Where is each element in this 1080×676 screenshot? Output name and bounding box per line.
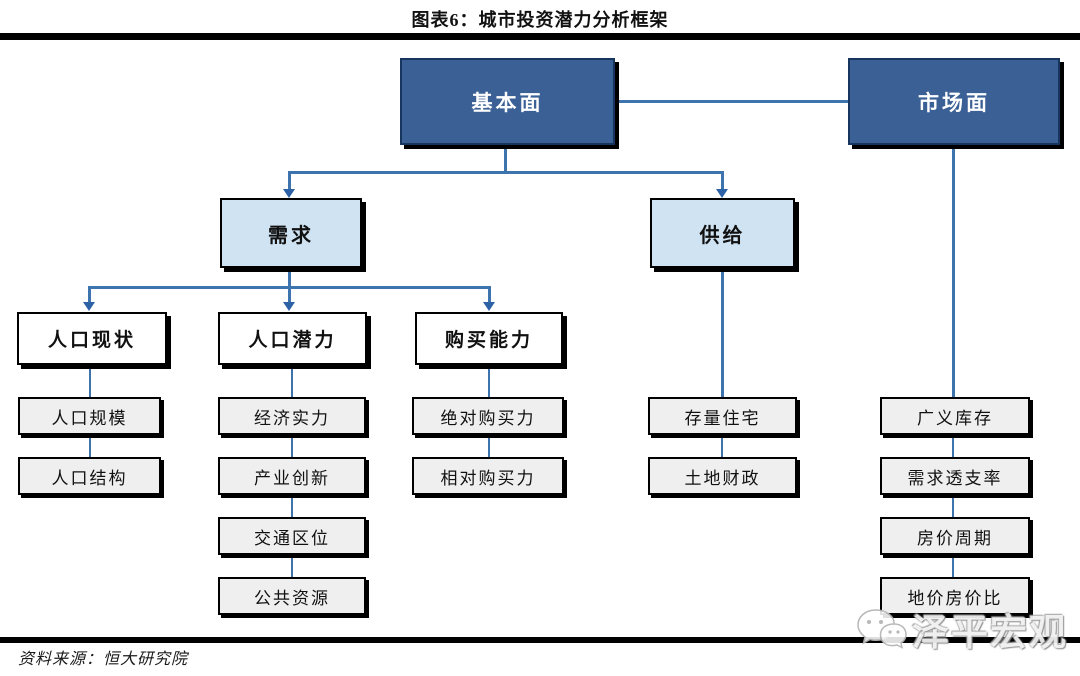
node-price-cycle: 房价周期	[880, 517, 1030, 555]
chat-bubbles-icon	[857, 609, 907, 649]
node-industry-innovation: 产业创新	[218, 457, 366, 495]
node-fundamental: 基本面	[400, 58, 615, 145]
figure-title: 图表6：城市投资潜力分析框架	[411, 10, 669, 30]
node-market: 市场面	[848, 58, 1060, 145]
node-broad-inventory: 广义库存	[880, 397, 1030, 435]
node-pop-structure: 人口结构	[18, 457, 161, 495]
connector	[291, 495, 293, 517]
arrow-down-icon	[83, 302, 95, 311]
connector-to-pop-potential	[288, 286, 291, 303]
node-transport-location: 交通区位	[218, 517, 366, 555]
arrow-down-icon	[283, 302, 295, 311]
source-note: 资料来源：恒大研究院	[18, 651, 189, 668]
connector	[488, 365, 490, 397]
connector	[488, 435, 490, 457]
connector-branch-level2	[288, 171, 724, 174]
watermark-text: 泽平宏观	[912, 613, 1068, 654]
connector-to-pop-status	[88, 286, 91, 303]
arrow-down-icon	[283, 189, 295, 198]
connector-to-purchase-power	[488, 286, 491, 303]
node-pop-scale: 人口规模	[18, 397, 161, 435]
node-supply: 供给	[650, 198, 795, 268]
connector-to-supply	[721, 171, 724, 190]
connector-fundamental-down	[504, 145, 507, 172]
connector	[89, 435, 91, 457]
connector-demand-down	[288, 268, 291, 288]
node-absolute-power: 绝对购买力	[412, 397, 564, 435]
connector	[952, 555, 954, 577]
arrow-down-icon	[716, 189, 728, 198]
arrow-down-icon	[483, 302, 495, 311]
connector-supply-down	[721, 268, 724, 397]
node-land-price-ratio: 地价房价比	[880, 577, 1030, 615]
node-demand-overdraft: 需求透支率	[880, 457, 1030, 495]
node-housing-stock: 存量住宅	[648, 397, 797, 435]
connector	[291, 365, 293, 397]
node-econ-strength: 经济实力	[218, 397, 366, 435]
node-relative-power: 相对购买力	[412, 457, 564, 495]
connector-to-demand	[288, 171, 291, 190]
node-pop-potential: 人口潜力	[218, 312, 367, 365]
watermark: 泽平宏观	[856, 602, 1068, 656]
connector	[721, 435, 723, 457]
node-land-finance: 土地财政	[648, 457, 797, 495]
connector	[291, 555, 293, 577]
bottom-rule	[0, 637, 1080, 643]
node-public-resources: 公共资源	[218, 577, 366, 615]
connector-market-down	[952, 145, 955, 397]
top-rule	[0, 33, 1080, 40]
node-demand: 需求	[220, 198, 362, 268]
connector-fundamental-market	[615, 100, 848, 103]
connector	[952, 435, 954, 457]
connector	[89, 365, 91, 397]
node-purchase-power: 购买能力	[415, 312, 563, 365]
connector	[291, 435, 293, 457]
node-pop-status: 人口现状	[17, 312, 167, 365]
connector	[952, 495, 954, 517]
